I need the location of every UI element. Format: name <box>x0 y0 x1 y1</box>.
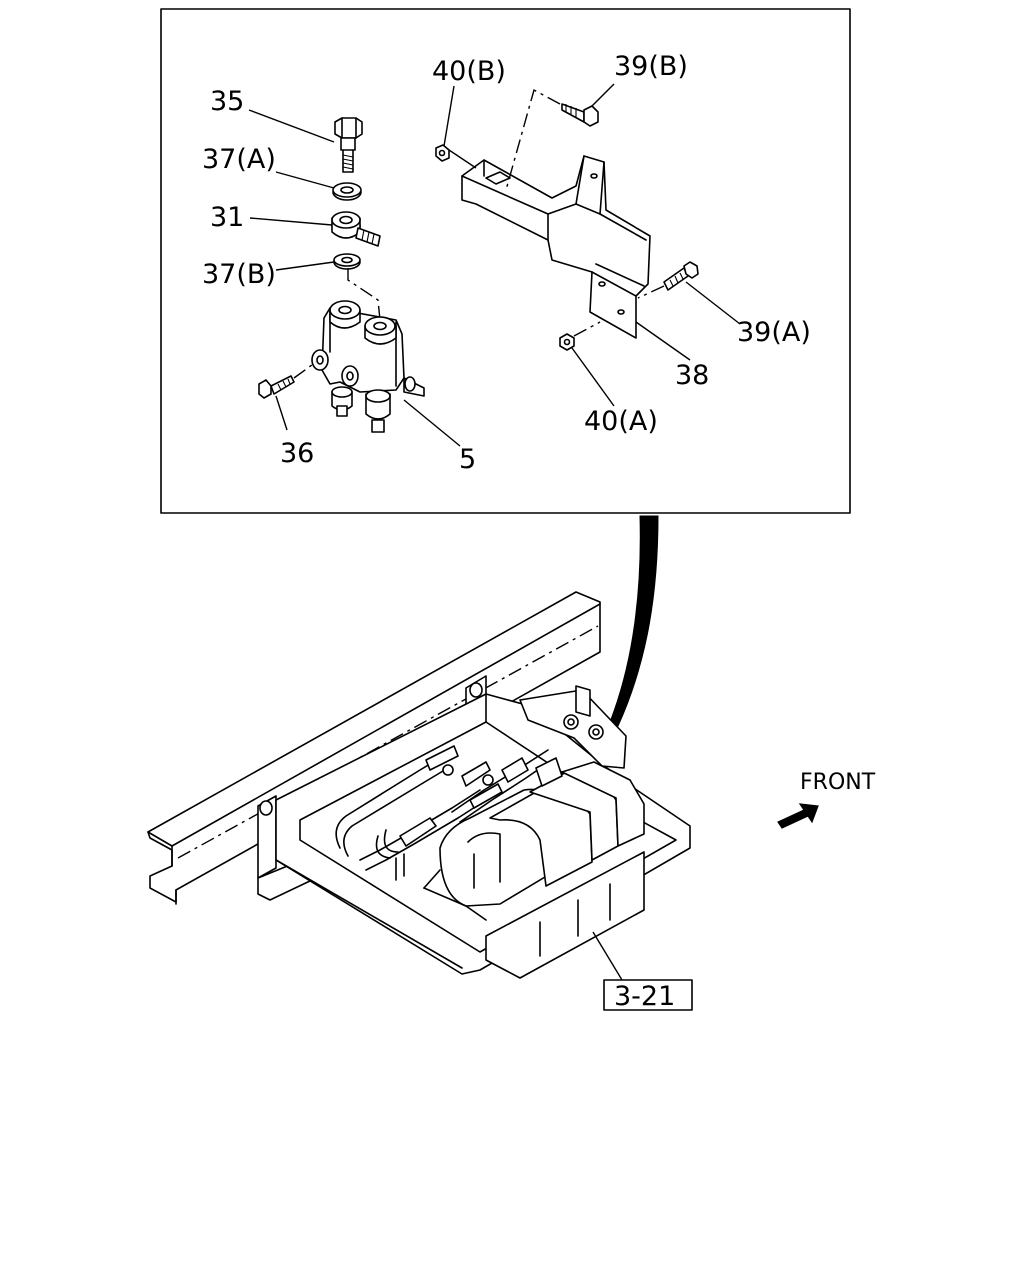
callout-38: 38 <box>675 360 709 391</box>
part-39b-bolt <box>561 103 599 127</box>
tank-body <box>423 761 645 979</box>
part-36-bolt <box>258 375 295 399</box>
callout-37a: 37(A) <box>202 144 276 175</box>
part-37a-washer <box>332 182 362 201</box>
front-arrow-icon <box>777 803 819 829</box>
leader-40b-to-bracket <box>448 149 477 169</box>
front-direction-label: FRONT <box>800 770 876 795</box>
part-5-valve <box>311 300 425 433</box>
alignment-line-39a <box>637 285 665 299</box>
reference-box <box>603 979 693 1011</box>
part-39a-bolt <box>663 261 699 291</box>
leader-ref-3-21 <box>592 931 623 981</box>
detail-inset-frame <box>160 8 851 514</box>
callout-35: 35 <box>210 86 244 117</box>
alignment-line-bolt-36 <box>293 361 317 379</box>
part-40a-nut <box>559 333 575 351</box>
alignment-line-39b <box>505 88 561 191</box>
callout-31: 31 <box>210 202 244 233</box>
alignment-line-union <box>347 268 381 321</box>
callout-37b: 37(B) <box>202 259 276 290</box>
callout-39a: 39(A) <box>737 317 811 348</box>
part-37b-washer <box>333 253 361 270</box>
part-31-banjo-union <box>331 211 381 247</box>
alignment-line-40a <box>573 321 601 337</box>
air-pipes <box>335 745 563 881</box>
detail-pointer-arrow <box>609 515 659 727</box>
reference-box-label: 3-21 <box>614 981 675 1012</box>
part-35-banjo-bolt <box>334 117 363 173</box>
callout-40a: 40(A) <box>584 406 658 437</box>
callout-36: 36 <box>280 438 314 469</box>
callout-leaders <box>248 83 741 447</box>
part-40b-nut <box>435 144 450 162</box>
part-38-bracket <box>461 155 651 339</box>
callout-40b: 40(B) <box>432 56 506 87</box>
callout-39b: 39(B) <box>614 51 688 82</box>
callout-5: 5 <box>459 444 476 475</box>
